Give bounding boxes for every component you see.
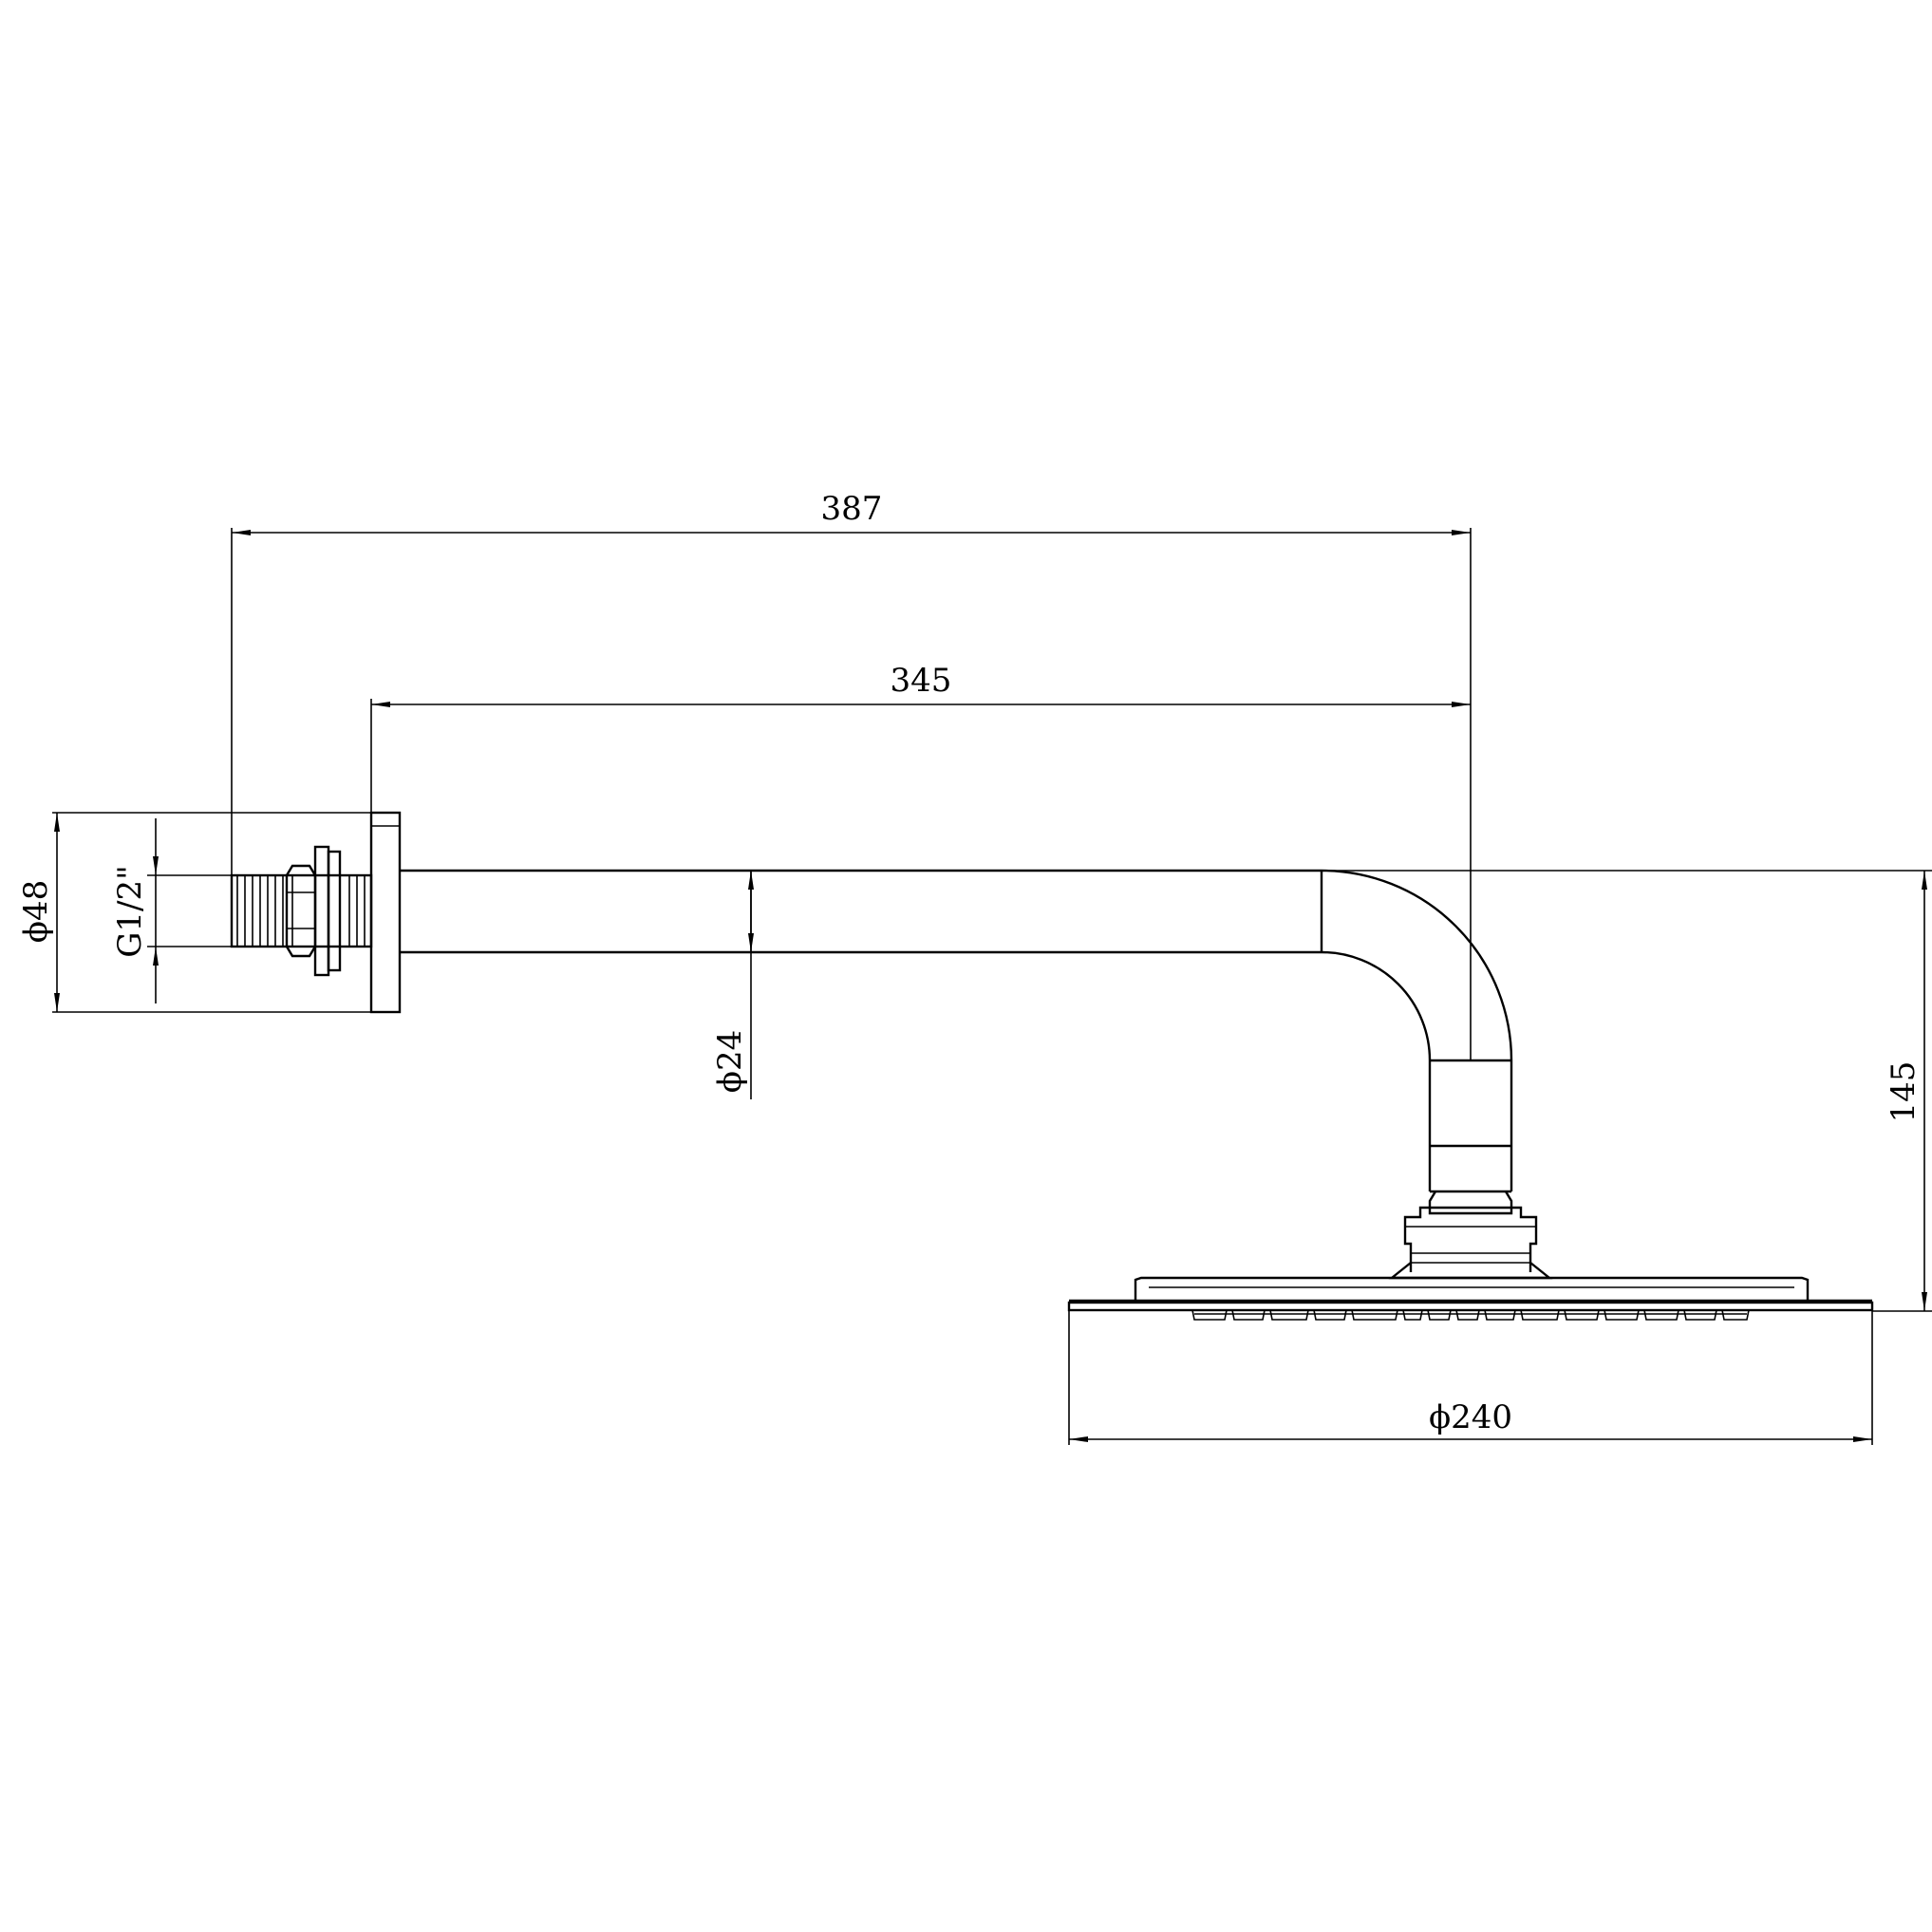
dimension-overall-length: 387 — [231, 490, 1472, 1060]
overall-length-label: 387 — [821, 490, 883, 528]
dimension-drop-height: 145 — [1322, 870, 1932, 1312]
head-diameter-label: ϕ240 — [1429, 1398, 1512, 1436]
dimension-head-diameter: ϕ240 — [1068, 1310, 1873, 1445]
shower-head — [1067, 1191, 1874, 1321]
thread-hatching — [236, 875, 366, 947]
shower-arm — [400, 869, 1513, 1193]
flange-diameter-label: ϕ48 — [17, 880, 55, 943]
wall-connector — [230, 811, 402, 1014]
dimension-arm-diameter: ϕ24 — [711, 871, 754, 1099]
dimension-thread: G1/2" — [111, 818, 232, 1004]
dimension-arm-length: 345 — [370, 662, 1471, 813]
dimension-flange-diameter: ϕ48 — [17, 812, 371, 1013]
arm-length-label: 345 — [891, 662, 952, 700]
thread-label: G1/2" — [111, 865, 149, 958]
arm-diameter-label: ϕ24 — [711, 1030, 749, 1093]
nozzle-row — [1191, 1309, 1750, 1321]
drop-height-label: 145 — [1885, 1061, 1923, 1123]
